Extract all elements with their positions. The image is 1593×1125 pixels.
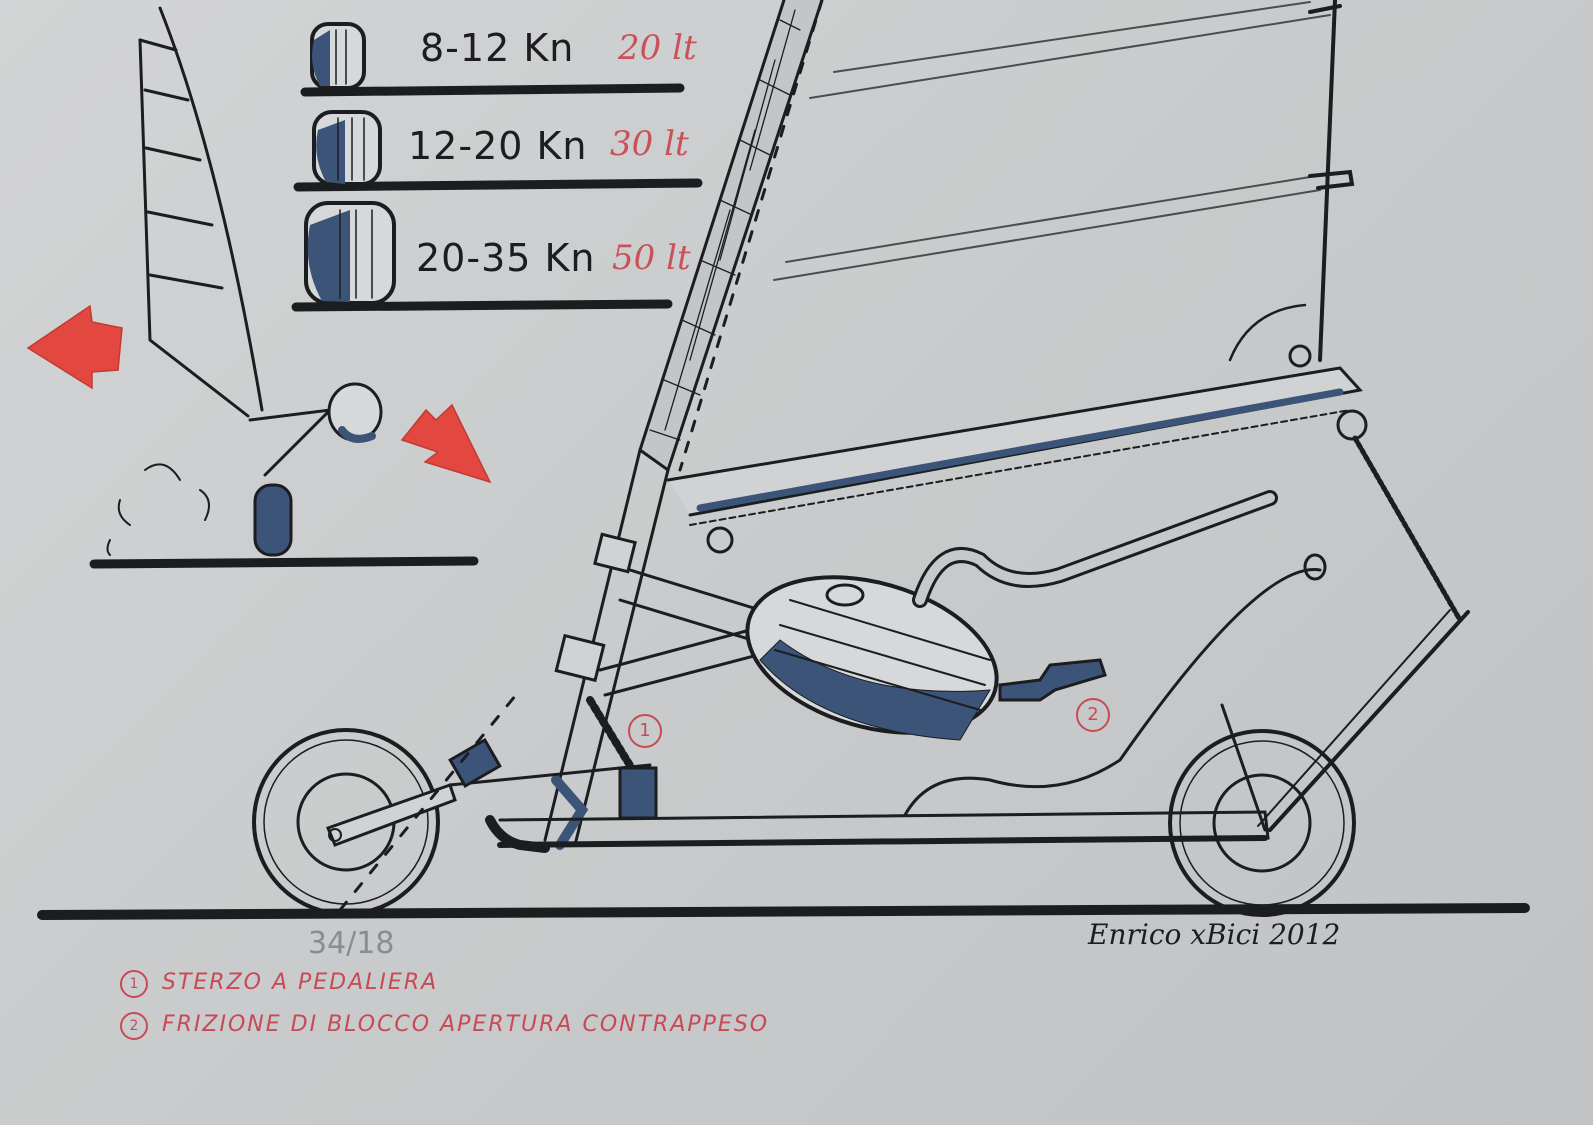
main-ballast-barrel bbox=[745, 490, 1278, 741]
signature: Enrico xBici 2012 bbox=[1088, 918, 1341, 951]
boom bbox=[666, 366, 1463, 623]
legend-text-2: FRIZIONE DI BLOCCO APERTURA CONTRAPPESO bbox=[162, 1012, 770, 1037]
legend-number-1: 1 bbox=[120, 970, 148, 998]
deck-and-wheels bbox=[37, 553, 1530, 920]
callout-1: 1 bbox=[628, 714, 662, 748]
ballast-barrels bbox=[291, 22, 703, 312]
ballast-wind-range-3: 20-35 Kn bbox=[416, 236, 596, 280]
small-side-view-sketch bbox=[89, 6, 479, 569]
ballast-volume-3: 50 lt bbox=[612, 238, 691, 278]
main-sail bbox=[638, 0, 1355, 473]
ballast-volume-2: 30 lt bbox=[610, 124, 689, 164]
callout-2: 2 bbox=[1076, 698, 1110, 732]
red-arrow-left bbox=[26, 304, 123, 390]
red-arrow-down-right bbox=[400, 403, 492, 484]
ballast-volume-1: 20 lt bbox=[618, 28, 697, 68]
ballast-wind-range-1: 8-12 Kn bbox=[420, 26, 575, 70]
legend-text-1: STERZO A PEDALIERA bbox=[162, 970, 439, 995]
pencil-ratio-note: 34/18 bbox=[308, 926, 395, 961]
legend-number-2: 2 bbox=[120, 1012, 148, 1040]
ballast-wind-range-2: 12-20 Kn bbox=[408, 124, 588, 168]
